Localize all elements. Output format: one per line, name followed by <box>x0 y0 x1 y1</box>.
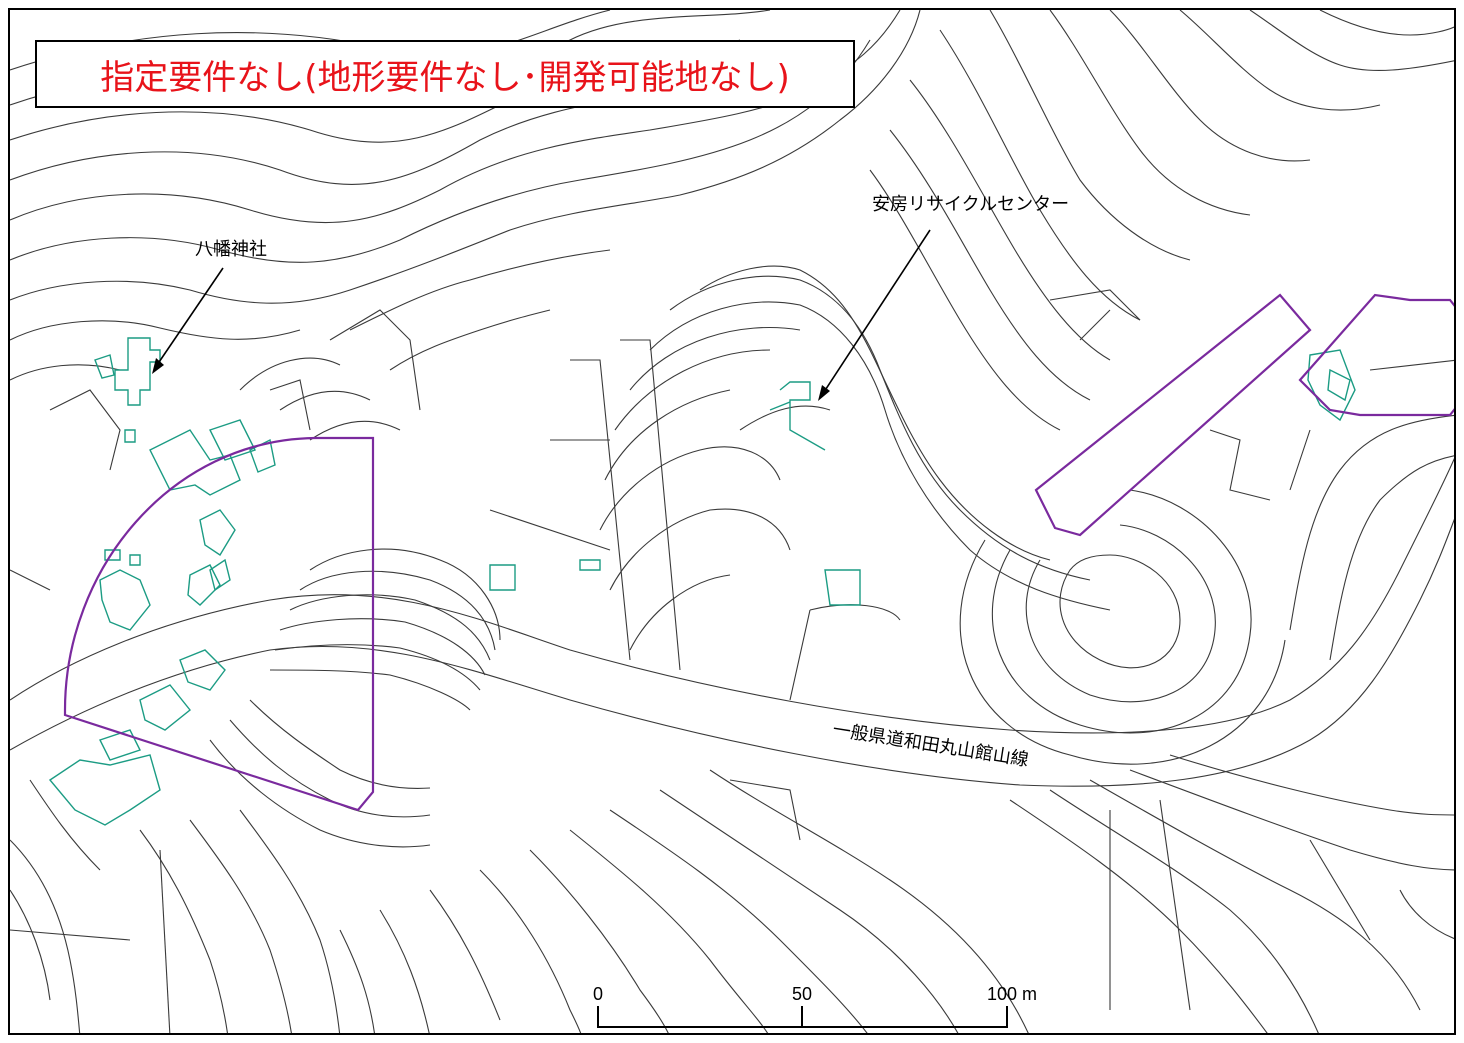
label-recycle-center: 安房リサイクルセンター <box>872 194 1069 215</box>
road-outlines <box>10 289 1454 1033</box>
topographic-map[interactable]: 八幡神社 安房リサイクルセンター 一般県道和田丸山館山線 0 50 100 m <box>10 10 1456 1035</box>
building-outlines <box>48 337 1356 826</box>
scale-tick-50: 50 <box>792 984 812 1004</box>
zone-west[interactable] <box>63 436 375 812</box>
map-title: 指定要件なし(地形要件なし･開発可能地なし) <box>100 57 790 98</box>
map-frame: 八幡神社 安房リサイクルセンター 一般県道和田丸山館山線 0 50 100 m … <box>8 8 1456 1035</box>
scale-bar: 0 50 100 m <box>593 984 1037 1028</box>
scale-tick-0: 0 <box>593 984 603 1004</box>
scale-tick-100m: 100 m <box>987 984 1037 1004</box>
title-box: 指定要件なし(地形要件なし･開発可能地なし) <box>35 40 855 108</box>
designated-zones <box>63 293 1456 812</box>
label-road: 一般県道和田丸山館山線 <box>831 719 1030 771</box>
contour-lines <box>10 10 1454 1033</box>
label-shrine: 八幡神社 <box>195 239 267 260</box>
label-leaders <box>152 229 931 401</box>
zone-northeast-end[interactable] <box>1298 293 1456 417</box>
zone-northeast-strip[interactable] <box>1034 293 1312 537</box>
